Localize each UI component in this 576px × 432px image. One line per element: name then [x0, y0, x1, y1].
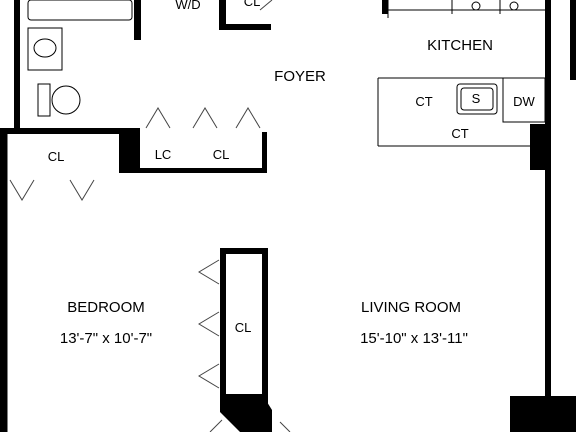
door-swing-icon	[198, 311, 220, 337]
wall-closet-pier	[119, 132, 140, 172]
toilet-tank-icon	[37, 83, 51, 117]
label-sink: S	[472, 91, 481, 106]
room-dims-bedroom: 13'-7" x 10'-7"	[60, 330, 152, 347]
thin-lines	[6, 0, 545, 432]
label-cl-hall: CL	[213, 147, 230, 162]
door-swing-icon	[69, 179, 95, 201]
label-ct-left: CT	[415, 94, 432, 109]
label-lc: LC	[155, 147, 172, 162]
bathtub	[27, 0, 133, 21]
label-ct-bottom: CT	[451, 126, 468, 141]
wall-top-b	[219, 0, 226, 30]
burner-icon	[509, 1, 519, 11]
wall-partition	[262, 248, 268, 408]
toilet-bowl-icon	[51, 85, 81, 115]
room-name-bedroom: BEDROOM	[67, 299, 145, 316]
door-swing-icon	[9, 179, 35, 201]
wall-top-d	[382, 0, 388, 14]
wall-living-right	[545, 120, 551, 420]
kitchen-fixtures	[456, 1, 546, 123]
room-name-kitchen: KITCHEN	[427, 37, 493, 54]
wall-partition-top	[220, 248, 268, 254]
sink-icon	[33, 38, 57, 58]
door-swing-icon	[145, 107, 171, 129]
dishwasher-box	[502, 77, 546, 123]
room-name-foyer: FOYER	[274, 68, 326, 85]
wall-bedroom-left	[0, 128, 7, 432]
wall-closet-bottom	[119, 168, 267, 173]
wall-bottom-right	[510, 396, 576, 432]
bathroom-fixtures	[27, 0, 133, 117]
label-wd: W/D	[175, 0, 200, 12]
door-swings	[9, 0, 291, 432]
wall-bottom-chunk	[220, 394, 272, 432]
wall-kitchen-pier	[570, 0, 576, 80]
door-swing-icon	[235, 107, 261, 129]
burner-icon	[471, 1, 481, 11]
wall-top-c	[219, 24, 271, 30]
wall-partition-stub	[220, 248, 226, 398]
label-cl-top: CL	[244, 0, 261, 9]
room-dims-living: 15'-10" x 13'-11"	[360, 330, 468, 347]
kitchen-sink-inner	[460, 87, 494, 111]
wall-living-pier	[530, 124, 551, 170]
label-cl-bedroom-side: CL	[235, 320, 252, 335]
wall-bath-left	[14, 0, 20, 132]
wall-bedroom-top	[0, 128, 140, 134]
label-dw: DW	[513, 94, 535, 109]
wall-top-a	[134, 0, 141, 40]
wall-closet-right	[262, 132, 267, 173]
door-swing-icon	[198, 259, 220, 285]
door-swing-icon	[198, 363, 220, 389]
door-swing-icon	[192, 107, 218, 129]
label-cl-bedroom: CL	[48, 149, 65, 164]
room-name-living: LIVING ROOM	[361, 299, 461, 316]
wall-kitchen-right	[545, 0, 551, 130]
